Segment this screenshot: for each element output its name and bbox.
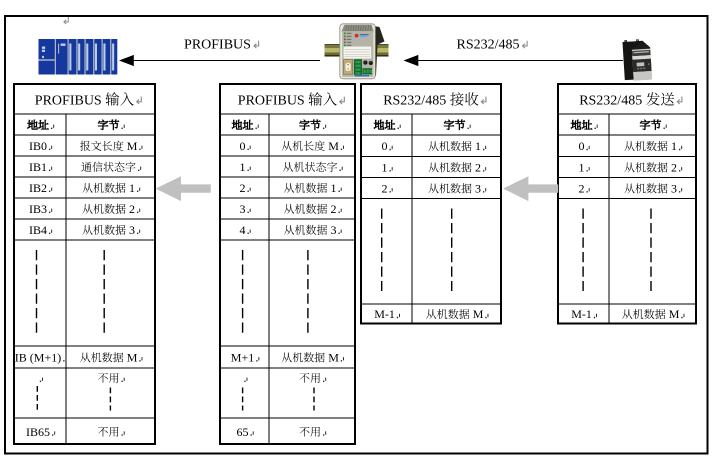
svg-text:IB65: IB65 xyxy=(26,425,50,439)
svg-text:1: 1 xyxy=(129,181,135,195)
svg-text:4: 4 xyxy=(240,223,246,237)
svg-text:2: 2 xyxy=(240,181,246,195)
svg-text:0: 0 xyxy=(382,139,388,153)
svg-text:0: 0 xyxy=(240,139,246,153)
svg-text:1: 1 xyxy=(382,161,388,175)
svg-text:M+1: M+1 xyxy=(231,351,254,365)
svg-text:0: 0 xyxy=(579,139,585,153)
svg-text:1: 1 xyxy=(475,139,481,153)
svg-text:IB (M+1): IB (M+1) xyxy=(15,351,61,365)
svg-text:M: M xyxy=(127,351,138,365)
svg-text:M: M xyxy=(127,139,138,153)
svg-text:IB3: IB3 xyxy=(29,202,47,216)
svg-text:2: 2 xyxy=(671,161,677,175)
svg-text:PROFIBUS: PROFIBUS xyxy=(184,38,251,53)
svg-text:M: M xyxy=(328,351,339,365)
svg-text:M: M xyxy=(473,307,484,321)
svg-text:3: 3 xyxy=(331,223,337,237)
svg-text:RS232/485: RS232/485 xyxy=(456,38,519,53)
svg-text:PROFIBUS: PROFIBUS xyxy=(238,94,305,109)
svg-text:1: 1 xyxy=(579,161,585,175)
svg-text:2: 2 xyxy=(331,202,337,216)
svg-text:3: 3 xyxy=(240,202,246,216)
svg-text:1: 1 xyxy=(240,160,246,174)
svg-text:1: 1 xyxy=(331,181,337,195)
svg-text:IB2: IB2 xyxy=(29,181,47,195)
svg-text:M: M xyxy=(669,307,680,321)
svg-text:2: 2 xyxy=(129,202,135,216)
svg-text:IB4: IB4 xyxy=(29,223,47,237)
svg-text:3: 3 xyxy=(671,182,677,196)
svg-text:IB1: IB1 xyxy=(29,160,47,174)
svg-text:RS232/485: RS232/485 xyxy=(383,94,446,109)
svg-text:IB0: IB0 xyxy=(29,139,47,153)
svg-text:PROFIBUS: PROFIBUS xyxy=(35,94,102,109)
svg-text:1: 1 xyxy=(671,139,677,153)
svg-text:2: 2 xyxy=(579,182,585,196)
svg-text:2: 2 xyxy=(382,182,388,196)
svg-text:RS232/485: RS232/485 xyxy=(579,94,642,109)
svg-text:65: 65 xyxy=(237,425,249,439)
svg-text:3: 3 xyxy=(475,182,481,196)
svg-text:2: 2 xyxy=(475,161,481,175)
svg-text:M: M xyxy=(328,139,339,153)
svg-text:M-1: M-1 xyxy=(571,307,592,321)
svg-text:3: 3 xyxy=(129,223,135,237)
svg-text:M-1: M-1 xyxy=(374,307,395,321)
